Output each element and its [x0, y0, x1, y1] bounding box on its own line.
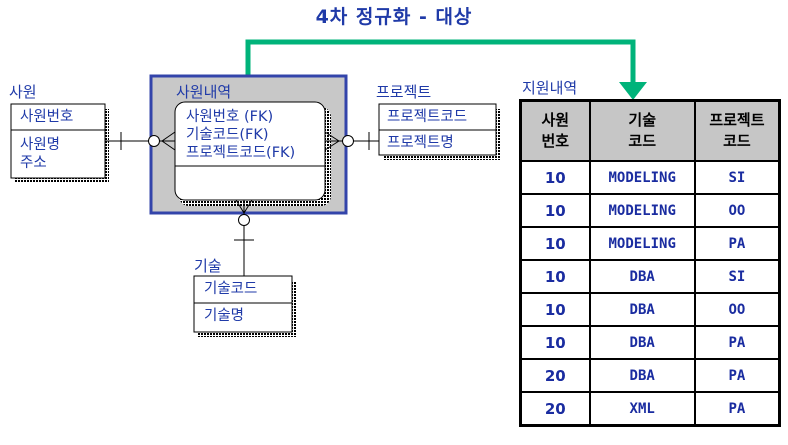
cell-project-code: PA — [693, 358, 781, 393]
column-header-employee-no: 사원 번호 — [519, 99, 591, 162]
column-header-skill-code: 기술 코드 — [588, 99, 696, 162]
cell-skill-code: DBA — [588, 358, 696, 393]
cell-skill-code: MODELING — [588, 160, 696, 195]
table-header-row: 사원 번호 기술 코드 프로젝트 코드 — [519, 99, 781, 162]
project-key: 프로젝트코드 — [387, 109, 468, 125]
relationship-employee-assignment — [105, 131, 176, 151]
skill-key: 기술코드 — [204, 281, 258, 297]
diagram-title: 4차 정규화 - 대상 — [315, 6, 473, 28]
cell-employee-no: 10 — [519, 259, 591, 294]
skill-entity-name: 기술 — [194, 257, 222, 275]
cell-skill-code: DBA — [588, 325, 696, 360]
assignment-attr: 사원번호 (FK) — [186, 109, 274, 125]
entity-project — [378, 103, 500, 160]
employee-key: 사원번호 — [20, 109, 74, 125]
entity-skill — [193, 275, 296, 337]
cell-employee-no: 10 — [519, 160, 591, 195]
cell-employee-no: 20 — [519, 391, 591, 427]
relationship-project-assignment — [324, 131, 379, 151]
cell-project-code: OO — [693, 292, 781, 327]
project-entity-name: 프로젝트 — [376, 83, 432, 101]
cell-employee-no: 10 — [519, 226, 591, 261]
assignment-entity-name: 사원내역 — [176, 83, 232, 101]
cell-employee-no: 10 — [519, 292, 591, 327]
cell-skill-code: MODELING — [588, 226, 696, 261]
assignment-attr: 프로젝트코드(FK) — [186, 145, 296, 161]
cell-skill-code: DBA — [588, 292, 696, 327]
table-name: 지원내역 — [522, 79, 578, 97]
cell-project-code: OO — [693, 193, 781, 228]
cell-project-code: PA — [693, 226, 781, 261]
cell-employee-no: 10 — [519, 325, 591, 360]
employee-attr: 주소 — [20, 155, 47, 171]
entity-assignment — [174, 101, 331, 206]
cell-project-code: SI — [693, 259, 781, 294]
cell-skill-code: MODELING — [588, 193, 696, 228]
project-attr: 프로젝트명 — [387, 135, 454, 151]
cell-project-code: PA — [693, 391, 781, 427]
arrow-connector — [245, 39, 647, 100]
arrow-head — [619, 82, 647, 100]
cell-skill-code: XML — [588, 391, 696, 427]
assignment-attr: 기술코드(FK) — [186, 127, 269, 143]
skill-attr: 기술명 — [204, 308, 245, 324]
cell-employee-no: 20 — [519, 358, 591, 393]
employee-attr: 사원명 — [20, 137, 61, 153]
relationship-skill-assignment — [234, 199, 254, 276]
employee-entity-name: 사원 — [9, 83, 37, 101]
cell-project-code: PA — [693, 325, 781, 360]
column-header-project-code: 프로젝트 코드 — [693, 99, 781, 162]
cell-skill-code: DBA — [588, 259, 696, 294]
entity-employee — [10, 103, 109, 183]
cell-project-code: SI — [693, 160, 781, 195]
cell-employee-no: 10 — [519, 193, 591, 228]
